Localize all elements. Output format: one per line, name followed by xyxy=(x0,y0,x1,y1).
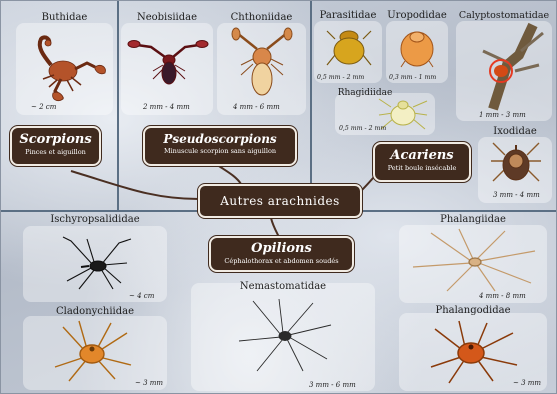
size-calyptostomatidae: 1 mm - 3 mm xyxy=(479,111,526,119)
parasitidae-illustration xyxy=(325,25,373,69)
size-phalangodidae: ~ 3 mm xyxy=(513,379,541,387)
group-subtitle-acariens: Petit boule insécable xyxy=(375,164,469,172)
family-label-parasitidae: Parasitidae xyxy=(314,10,382,21)
size-ixodidae: 3 mm - 4 mm xyxy=(493,191,540,199)
family-label-buthidae: Buthidae xyxy=(16,12,113,23)
size-neobisiidae: 2 mm - 4 mm xyxy=(143,103,190,111)
cladonychiidae-illustration xyxy=(47,319,135,383)
family-label-uropodidae: Uropodidae xyxy=(386,10,448,21)
phalangodidae-illustration xyxy=(421,319,521,385)
connector-opilions xyxy=(271,218,279,237)
family-label-ixodidae: Ixodidae xyxy=(478,126,552,137)
size-rhagidiidae: 0,5 mm - 2 mm xyxy=(339,125,386,132)
size-chthoniidae: 4 mm - 6 mm xyxy=(233,103,280,111)
chthoniidae-illustration xyxy=(223,29,301,103)
size-phalangiidae: 4 mm - 8 mm xyxy=(479,292,526,300)
family-label-chthoniidae: Chthoniidae xyxy=(217,12,306,23)
group-banner-pseudoscorpions: Pseudoscorpions Minuscule scorpion sans … xyxy=(143,126,297,166)
group-subtitle-opilions: Céphalothorax et abdomen soudés xyxy=(211,257,352,265)
size-buthidae: ~ 2 cm xyxy=(31,103,56,111)
family-label-calyptostomatidae: Calyptostomatidae xyxy=(452,10,556,21)
neobisiidae-illustration xyxy=(125,27,211,99)
family-label-nemastomatidae: Nemastomatidae xyxy=(191,281,375,292)
family-label-cladonychiidae: Cladonychiidae xyxy=(23,306,167,317)
size-parasitidae: 0,5 mm - 2 mm xyxy=(317,74,364,81)
family-label-ischyropsalididae: Ischyropsalididae xyxy=(23,214,167,225)
phalangiidae-illustration xyxy=(411,227,537,293)
calyptostomatidae-illustration xyxy=(463,25,547,109)
connector-scorpions xyxy=(71,171,199,199)
family-label-phalangodidae: Phalangodidae xyxy=(399,305,547,316)
group-banner-opilions: Opilions Céphalothorax et abdomen soudés xyxy=(209,236,354,272)
size-cladonychiidae: ~ 3 mm xyxy=(135,379,163,387)
uropodidae-illustration xyxy=(397,25,437,69)
size-nemastomatidae: 3 mm - 6 mm xyxy=(309,381,356,389)
group-title-scorpions: Scorpions xyxy=(12,132,99,147)
group-title-pseudoscorpions: Pseudoscorpions xyxy=(145,132,295,146)
group-title-opilions: Opilions xyxy=(211,241,352,256)
group-subtitle-scorpions: Pinces et aiguillon xyxy=(12,148,99,156)
group-banner-scorpions: Scorpions Pinces et aiguillon xyxy=(10,126,101,166)
family-label-neobisiidae: Neobisiidae xyxy=(121,12,213,23)
group-banner-acariens: Acariens Petit boule insécable xyxy=(373,142,471,182)
ischyropsalididae-illustration xyxy=(57,233,137,291)
group-subtitle-pseudoscorpions: Minuscule scorpion sans aiguillon xyxy=(145,147,295,155)
family-label-phalangiidae: Phalangiidae xyxy=(399,214,547,225)
size-ischyropsalididae: ~ 4 cm xyxy=(129,292,154,300)
center-title-banner: Autres arachnides xyxy=(198,184,362,218)
connector-pseudoscorpions xyxy=(216,164,241,184)
nemastomatidae-illustration xyxy=(233,297,333,373)
size-uropodidae: 0,3 mm - 1 mm xyxy=(389,74,436,81)
ixodidae-illustration xyxy=(489,139,543,189)
group-title-acariens: Acariens xyxy=(375,148,469,163)
scorpion-illustration xyxy=(21,33,111,103)
